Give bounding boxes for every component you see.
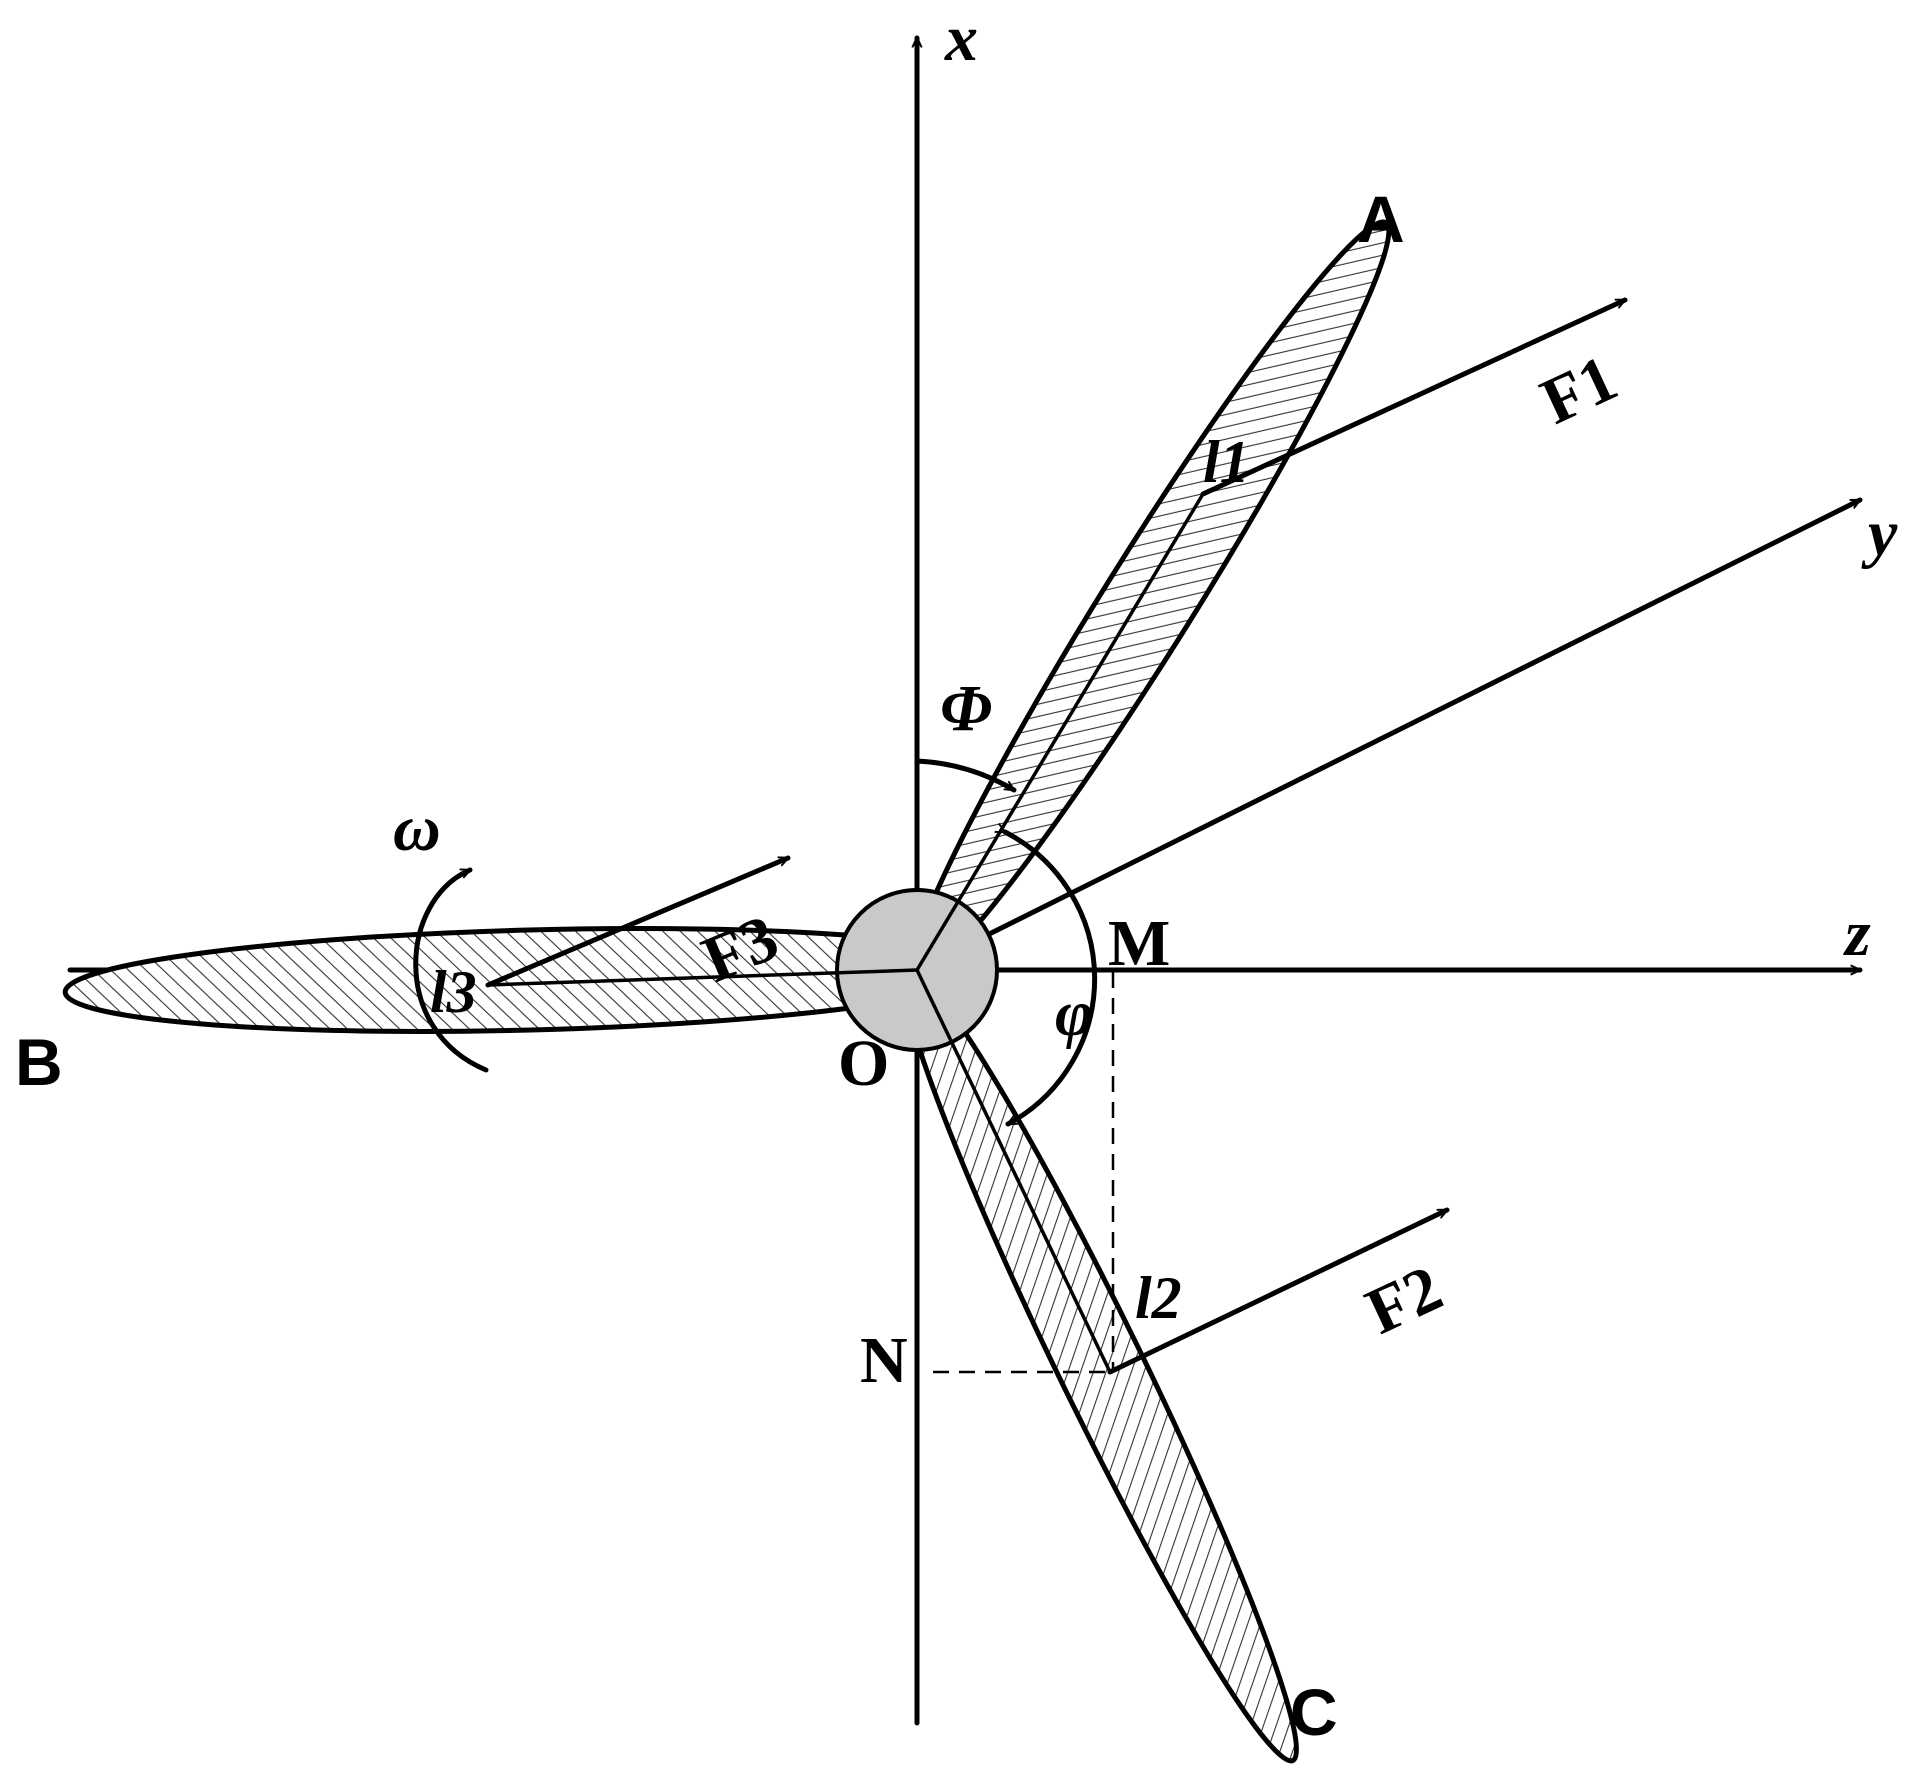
y-axis <box>914 497 1863 973</box>
l1-line <box>915 493 1205 971</box>
phi-lower-arc <box>1005 832 1098 1127</box>
l1-label: l1 <box>1203 429 1250 495</box>
l2-label: l2 <box>1135 1265 1182 1331</box>
point-m-label: M <box>1108 907 1170 980</box>
point-n-label: N <box>860 1324 908 1397</box>
omega-label: ω <box>393 792 441 865</box>
f3-arrow <box>485 855 791 988</box>
f1-label: F1 <box>1530 341 1627 438</box>
blade-tip-b-label: B <box>15 1025 63 1099</box>
l3-label: l3 <box>430 959 477 1025</box>
f2-arrow <box>1107 1207 1450 1375</box>
phi-upper-arc <box>914 758 1017 793</box>
l2-line <box>915 969 1112 1373</box>
z-axis-label: z <box>1843 897 1871 970</box>
blade-a <box>908 219 1392 981</box>
origin-label: O <box>838 1027 889 1100</box>
phi-lower-label: φ <box>1055 977 1094 1050</box>
x-axis-label: x <box>944 2 978 75</box>
y-axis-label: y <box>1861 497 1898 570</box>
f1-arrow <box>1200 297 1628 497</box>
f2-label: F2 <box>1355 1251 1452 1348</box>
blade-c <box>900 966 1300 1764</box>
l3-line <box>487 968 918 987</box>
blade-tip-a-label: A <box>1357 182 1405 256</box>
phi-upper-label: Φ <box>940 672 992 745</box>
omega-arc <box>413 867 489 1073</box>
blade-tip-c-label: C <box>1290 1675 1338 1749</box>
